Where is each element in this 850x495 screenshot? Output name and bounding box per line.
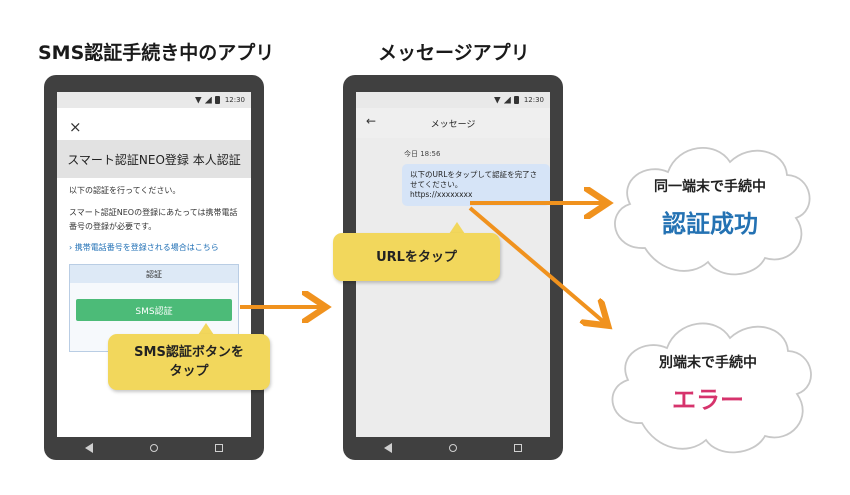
status-time: 12:30 <box>224 96 245 104</box>
error-cloud <box>611 322 812 454</box>
message-timestamp: 今日 18:56 <box>404 150 441 158</box>
status-bar: 12:30 <box>356 92 550 108</box>
error-label: エラー <box>672 386 744 414</box>
message-bubble: 以下のURLをタップして認証を完了させてください。 https://xxxxxx… <box>402 164 550 206</box>
success-cloud <box>614 147 811 276</box>
right-phone-screen: 12:30 ← メッセージ 今日 18:56 以下のURLをタップして認証を完了… <box>356 92 550 437</box>
sms-tap-callout: SMS認証ボタンを タップ <box>108 334 270 390</box>
android-nav-bar <box>57 441 251 455</box>
battery-icon <box>214 96 220 104</box>
nav-back-icon[interactable] <box>85 443 94 453</box>
signal-icon <box>204 96 212 104</box>
wifi-icon <box>194 96 202 104</box>
message-area: 今日 18:56 以下のURLをタップして認証を完了させてください。 https… <box>356 138 550 437</box>
error-result: 別端末で手続中 エラー <box>628 352 788 415</box>
nav-recent-icon[interactable] <box>513 444 522 452</box>
message-header: ← メッセージ <box>356 108 550 138</box>
success-result: 同一端末で手続中 認証成功 <box>630 176 790 239</box>
left-phone: 12:30 × スマート認証NEO登録 本人認証 以下の認証を行ってください。 … <box>44 75 264 460</box>
register-phone-link[interactable]: › 携帯電話番号を登録される場合はこちら <box>69 243 219 252</box>
instruction-text: 以下の認証を行ってください。 <box>69 186 181 195</box>
status-bar: 12:30 <box>57 92 251 108</box>
back-arrow-icon[interactable]: ← <box>366 114 377 128</box>
arrow-url-to-error <box>468 206 605 323</box>
message-body: 以下のURLをタップして認証を完了させてください。 <box>410 170 538 189</box>
url-callout-tail <box>449 222 465 234</box>
status-time: 12:30 <box>523 96 544 104</box>
auth-box-title: 認証 <box>70 265 238 283</box>
message-url[interactable]: https://xxxxxxxx <box>410 190 473 199</box>
signal-icon <box>503 96 511 104</box>
android-nav-bar <box>356 441 550 455</box>
nav-home-icon[interactable] <box>448 444 457 452</box>
left-section-title: SMS認証手続き中のアプリ <box>38 42 275 64</box>
close-icon[interactable]: × <box>69 118 82 136</box>
chevron-right-icon: › <box>69 243 75 252</box>
nav-back-icon[interactable] <box>384 443 393 453</box>
url-tap-callout: URLをタップ <box>333 233 500 281</box>
right-section-title: メッセージアプリ <box>378 42 530 64</box>
wifi-icon <box>493 96 501 104</box>
nav-home-icon[interactable] <box>149 444 158 452</box>
nav-recent-icon[interactable] <box>214 444 223 452</box>
success-condition: 同一端末で手続中 <box>654 179 766 195</box>
success-label: 認証成功 <box>662 210 758 238</box>
sms-callout-tail <box>198 323 214 335</box>
registration-note: スマート認証NEOの登録にあたっては携帯電話番号の登録が必要です。 <box>69 208 238 231</box>
sms-auth-button[interactable]: SMS認証 <box>76 299 232 321</box>
app-header: スマート認証NEO登録 本人認証 <box>57 140 251 178</box>
message-header-title: メッセージ <box>430 119 476 130</box>
error-condition: 別端末で手続中 <box>659 355 757 371</box>
battery-icon <box>513 96 519 104</box>
